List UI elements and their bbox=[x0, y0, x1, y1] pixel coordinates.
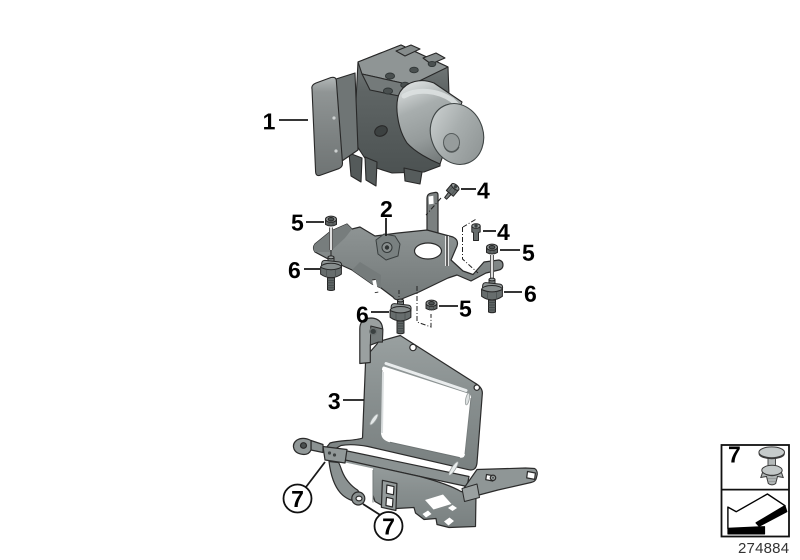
svg-text:6: 6 bbox=[356, 301, 369, 327]
svg-text:6: 6 bbox=[524, 281, 537, 307]
svg-text:7: 7 bbox=[728, 442, 741, 468]
svg-text:7: 7 bbox=[291, 486, 304, 512]
svg-text:6: 6 bbox=[288, 257, 301, 283]
svg-text:7: 7 bbox=[382, 513, 395, 539]
svg-text:4: 4 bbox=[477, 178, 490, 204]
svg-text:4: 4 bbox=[497, 219, 510, 245]
svg-text:274884: 274884 bbox=[738, 540, 789, 557]
svg-text:1: 1 bbox=[263, 108, 276, 134]
svg-text:5: 5 bbox=[291, 209, 304, 235]
svg-text:5: 5 bbox=[459, 296, 472, 322]
svg-text:5: 5 bbox=[522, 240, 535, 266]
svg-text:3: 3 bbox=[328, 388, 341, 414]
svg-text:2: 2 bbox=[380, 196, 393, 222]
